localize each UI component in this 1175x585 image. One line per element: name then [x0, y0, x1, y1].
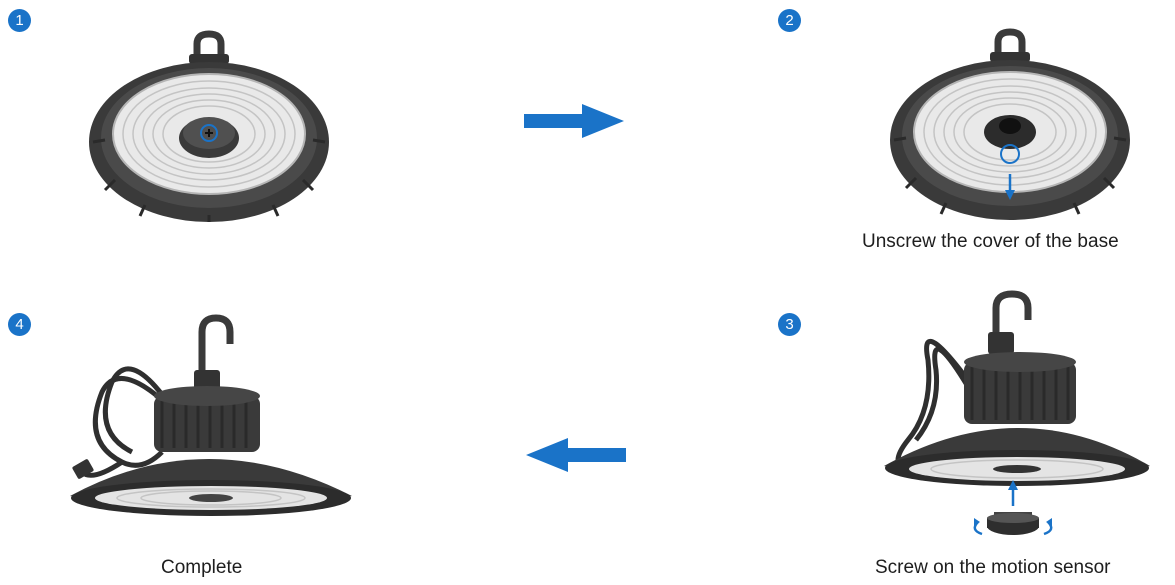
ufo-high-bay-light-complete-icon	[62, 312, 362, 542]
ufo-high-bay-light-with-sensor-icon	[878, 290, 1154, 550]
ufo-high-bay-light-front-icon	[85, 30, 335, 225]
step-2-badge: 2	[778, 9, 801, 32]
arrow-left-icon	[524, 438, 626, 472]
ufo-high-bay-light-cover-removed-icon	[886, 28, 1136, 223]
step-4-badge: 4	[8, 313, 31, 336]
step-2-caption: Unscrew the cover of the base	[862, 231, 1119, 253]
step-4-caption: Complete	[161, 557, 242, 579]
step-3-caption: Screw on the motion sensor	[875, 557, 1111, 579]
arrow-right-icon	[524, 104, 626, 138]
step-3-badge: 3	[778, 313, 801, 336]
step-1-badge: 1	[8, 9, 31, 32]
